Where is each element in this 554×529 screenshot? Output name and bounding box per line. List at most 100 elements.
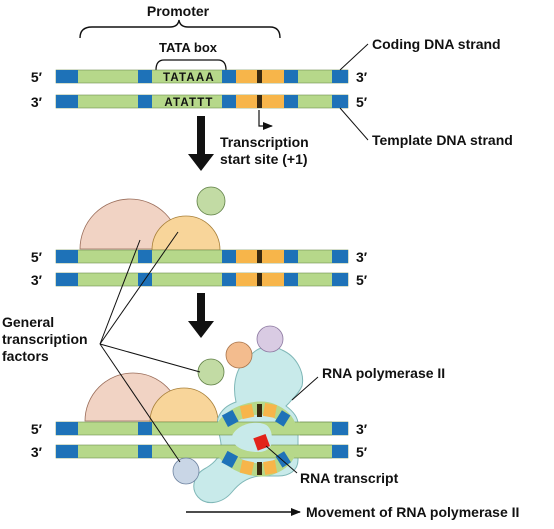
yellow-factor <box>149 387 219 423</box>
dna-blue-segment <box>56 445 78 458</box>
coding-strand-1: TATAAA <box>55 69 349 84</box>
template-3prime-label: 3′ <box>31 94 43 110</box>
gtf-label-line1: General <box>2 314 54 330</box>
dna-orange-segment <box>239 459 255 476</box>
dna-blue-segment <box>332 70 348 83</box>
template-strand-2 <box>55 272 349 287</box>
dna-panel-3: 5′ 3′ 3′ 5′ <box>31 401 368 477</box>
template-sequence: ATATTT <box>164 97 213 109</box>
dna-blue-segment <box>284 273 298 286</box>
coding-strand-3 <box>55 421 349 436</box>
dna-blue-segment <box>284 70 298 83</box>
dna-blue-segment <box>56 70 78 83</box>
rna-pol-label: RNA polymerase II <box>322 365 445 381</box>
factors-panel-3-circles <box>172 325 284 485</box>
dna-blue-segment <box>332 95 348 108</box>
transcription-bubble <box>216 401 332 477</box>
coding-strand-label: Coding DNA strand <box>372 36 501 52</box>
dna-orange-segment <box>263 460 278 475</box>
coding-3prime-label: 3′ <box>356 69 368 85</box>
dna-blue-segment <box>275 451 291 468</box>
yellow-factor <box>151 215 221 251</box>
orange-factor <box>225 341 253 369</box>
coding-5prime-label: 5′ <box>31 69 43 85</box>
template-strand-leader <box>339 107 369 141</box>
gtf-leader-lines <box>99 231 201 463</box>
step-arrow-1 <box>188 116 214 171</box>
gtf-label-line3: factors <box>2 348 49 364</box>
dna-blue-segment <box>138 445 152 458</box>
template-strand-1: ATATTT <box>55 94 349 109</box>
start-site-arrow <box>258 110 273 130</box>
coding-sequence: TATAAA <box>163 72 215 84</box>
dna-blue-segment <box>222 95 236 108</box>
dna-blue-segment <box>138 95 152 108</box>
rna-transcript-label: RNA transcript <box>300 470 399 486</box>
dna-start-mark <box>257 462 262 475</box>
template-5prime-label: 5′ <box>356 94 368 110</box>
dna-blue-segment <box>221 450 239 468</box>
template-3prime-label: 3′ <box>31 272 43 288</box>
dna-orange-segment <box>262 403 277 418</box>
promoter-bracket <box>79 19 281 39</box>
dna-blue-segment <box>221 409 239 427</box>
coding-5prime-label: 5′ <box>31 249 43 265</box>
dna-start-mark <box>257 250 262 263</box>
dna-blue-segment <box>56 250 78 263</box>
template-3prime-label: 3′ <box>31 444 43 460</box>
dna-backbone <box>55 444 349 459</box>
dna-blue-segment <box>222 70 236 83</box>
dna-blue-segment <box>138 70 152 83</box>
dna-backbone <box>55 249 349 264</box>
promoter-label: Promoter <box>147 3 210 19</box>
dna-blue-segment <box>332 273 348 286</box>
coding-3prime-label: 3′ <box>356 421 368 437</box>
dna-start-mark <box>257 95 262 108</box>
coding-5prime-label: 5′ <box>31 421 43 437</box>
dna-panel-1: 5′ TATAAA 3′ 3′ ATATTT 5′ <box>31 36 513 167</box>
dna-blue-segment <box>56 422 78 435</box>
dna-backbone <box>55 421 349 436</box>
template-strand-3 <box>55 444 349 459</box>
dna-backbone <box>55 272 349 287</box>
dna-blue-segment <box>138 422 152 435</box>
dna-blue-segment <box>138 250 152 263</box>
factors-panel-3 <box>84 372 219 423</box>
purple-factor <box>256 325 284 353</box>
rna-transcript-leader <box>265 445 298 474</box>
template-5prime-label: 5′ <box>356 272 368 288</box>
tata-box-label: TATA box <box>159 40 218 55</box>
green-factor <box>196 186 226 216</box>
dna-blue-segment <box>332 445 348 458</box>
start-site-label-line1: Transcription <box>220 134 309 150</box>
dna-start-mark <box>257 404 262 417</box>
dna-outline <box>300 421 332 459</box>
dna-blue-segment <box>284 250 298 263</box>
start-site-label-line2: start site (+1) <box>220 151 308 167</box>
factors-panel-2 <box>79 186 226 251</box>
rna-pol-leader <box>291 376 319 401</box>
dna-blue-segment <box>275 410 291 427</box>
dna-blue-segment <box>332 250 348 263</box>
coding-3prime-label: 3′ <box>356 249 368 265</box>
dna-start-mark <box>257 273 262 286</box>
tata-box-bracket <box>155 59 227 71</box>
dna-blue-segment <box>56 273 78 286</box>
gtf-label-line2: transcription <box>2 331 88 347</box>
dna-blue-segment <box>332 422 348 435</box>
coding-strand-2 <box>55 249 349 264</box>
coding-strand-leader <box>339 43 369 71</box>
dna-blue-segment <box>222 273 236 286</box>
dna-orange-segment <box>239 403 255 420</box>
movement-label: Movement of RNA polymerase II <box>306 504 519 520</box>
dna-start-mark <box>257 70 262 83</box>
template-5prime-label: 5′ <box>356 444 368 460</box>
dna-blue-segment <box>284 95 298 108</box>
template-strand-label: Template DNA strand <box>372 132 513 148</box>
step-arrow-2 <box>188 293 214 338</box>
dna-panel-2: 5′ 3′ 3′ 5′ <box>31 249 368 288</box>
dna-blue-segment <box>56 95 78 108</box>
blue-factor <box>172 457 200 485</box>
dna-blue-segment <box>222 250 236 263</box>
